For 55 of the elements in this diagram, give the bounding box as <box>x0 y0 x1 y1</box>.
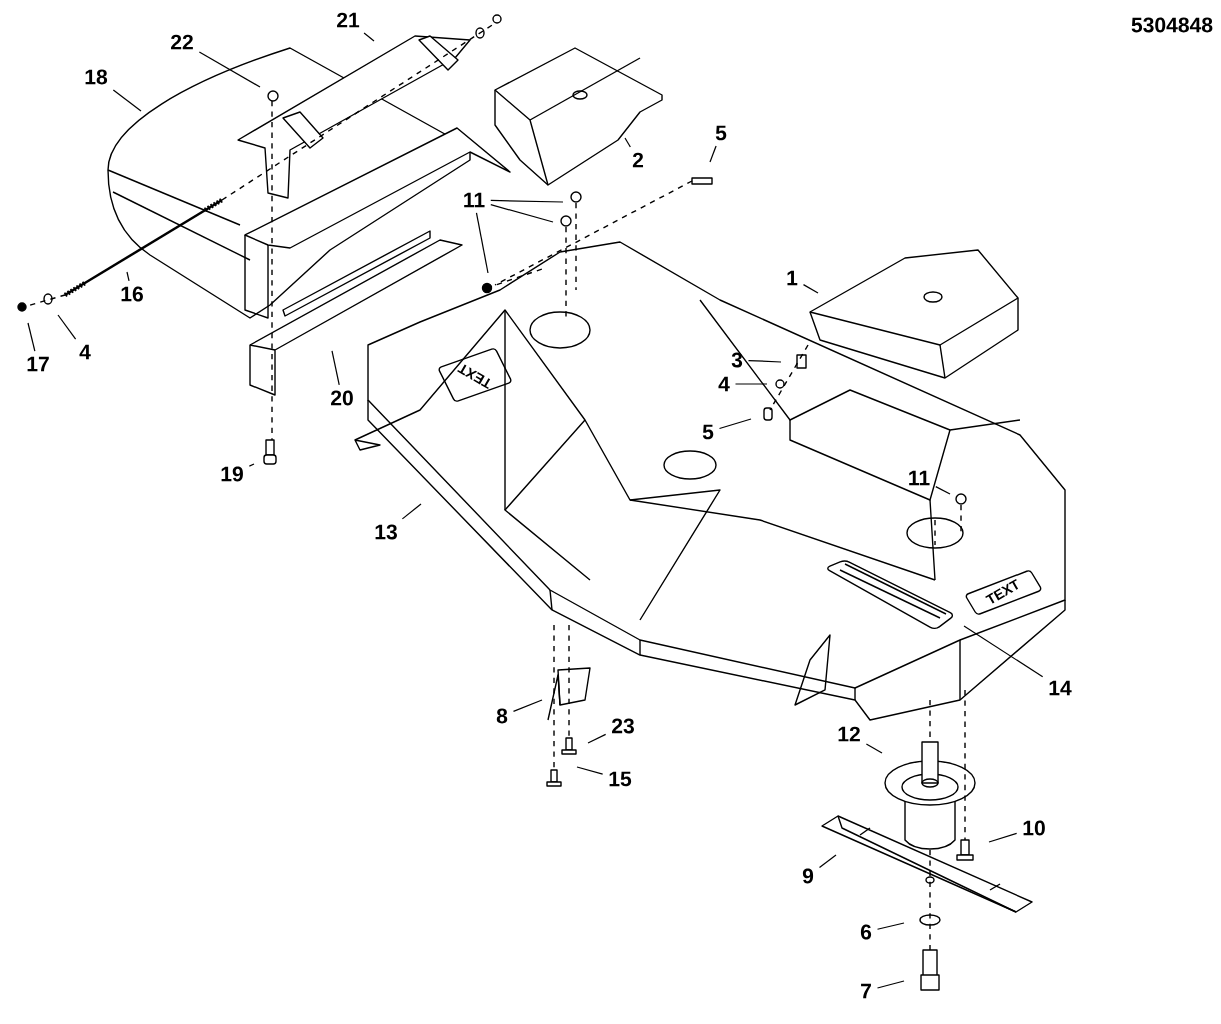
leader-line <box>734 383 768 385</box>
leader-line <box>747 359 782 363</box>
callout-number: 19 <box>221 466 243 482</box>
callout-number: 17 <box>27 356 49 372</box>
callout-number: 11 <box>464 192 485 208</box>
leader-line <box>865 743 883 754</box>
callout-number: 4 <box>718 376 730 392</box>
callout-number: 1 <box>787 270 798 286</box>
leader-line <box>802 284 819 294</box>
callout-number: 14 <box>1049 680 1072 696</box>
leader-line <box>876 922 905 930</box>
callout-number: 21 <box>337 12 360 28</box>
leader-line <box>248 463 255 467</box>
callout-number: 13 <box>375 524 397 540</box>
leader-line <box>709 145 717 163</box>
callout-number: 5 <box>715 125 727 141</box>
leader-line <box>988 832 1018 843</box>
leader-line <box>587 733 607 744</box>
callout-number: 3 <box>731 352 743 368</box>
callout-number: 5 <box>702 424 714 440</box>
callout-number: 16 <box>121 286 143 302</box>
callout-number: 15 <box>609 771 632 787</box>
leader-line <box>512 699 543 713</box>
callout-number: 8 <box>496 708 508 724</box>
callout-number: 9 <box>802 868 814 884</box>
callout-number: 23 <box>612 718 634 734</box>
leader-line <box>876 980 905 989</box>
callout-number: 12 <box>838 726 860 742</box>
leader-line <box>126 271 130 282</box>
part-number: 5304848 <box>1131 17 1213 33</box>
callout-number: 10 <box>1023 820 1045 836</box>
leader-line <box>718 418 752 430</box>
callout-number: 22 <box>171 34 193 50</box>
leader-line <box>112 89 142 112</box>
leader-line <box>401 503 422 520</box>
leader-line <box>490 199 564 203</box>
leader-line <box>57 314 77 340</box>
leader-line <box>576 766 604 775</box>
leader-line <box>624 137 631 148</box>
callout-number: 7 <box>861 983 871 999</box>
leader-line <box>475 212 489 274</box>
leader-line <box>818 854 837 868</box>
callout-number: 18 <box>85 69 108 85</box>
leader-line <box>331 350 340 386</box>
leader-line <box>198 51 261 88</box>
leader-line <box>963 625 1044 678</box>
callout-number: 6 <box>860 924 872 940</box>
callout-number: 4 <box>79 344 91 360</box>
leader-line <box>935 486 951 495</box>
callout-number: 20 <box>331 390 353 406</box>
leader-line <box>490 204 554 223</box>
callout-number: 11 <box>909 470 930 486</box>
leader-line <box>27 322 36 352</box>
leader-line <box>363 32 375 42</box>
callout-number: 2 <box>632 152 644 168</box>
